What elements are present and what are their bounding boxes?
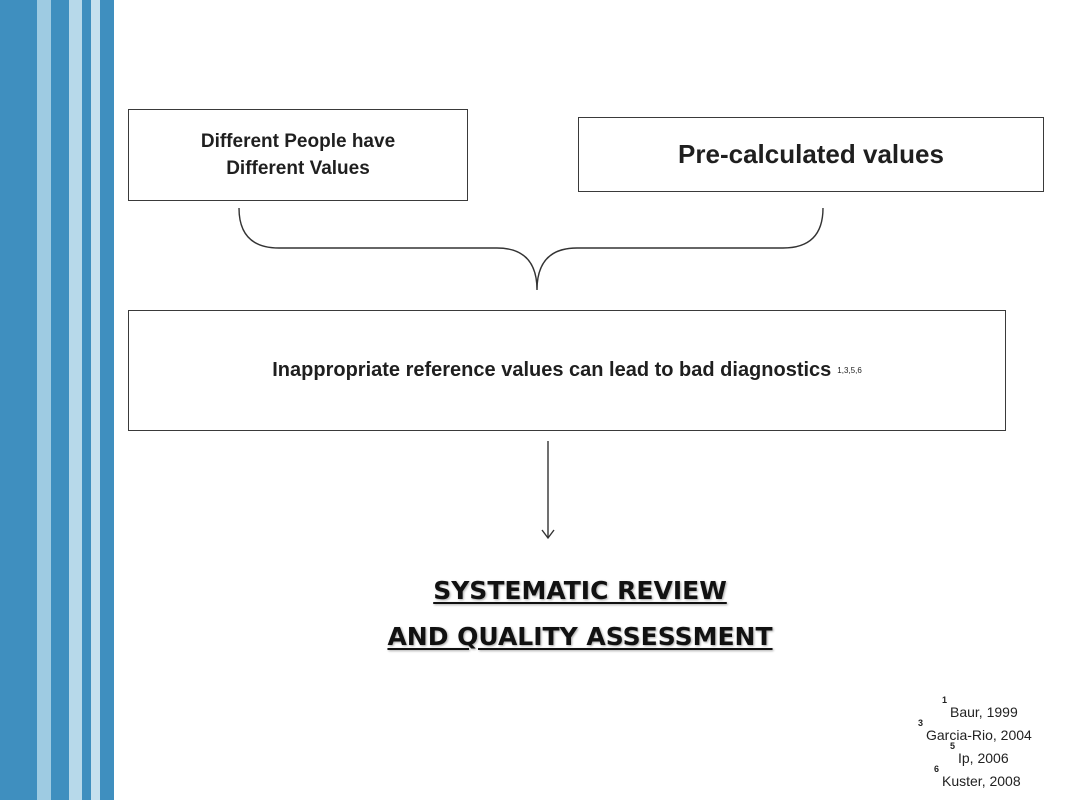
reference-number: 5 [950,741,956,751]
reference-text: Baur, 1999 [950,704,1018,720]
stripe-1 [0,0,37,800]
box-precalc-text: Pre-calculated values [678,139,944,169]
box-people-line1: Different People have [200,131,396,152]
reference-item: 3 Garcia-Rio, 2004 [918,718,1032,743]
curly-brace [238,207,824,291]
box-inappropriate-reference: Inappropriate reference values can lead … [128,310,1006,431]
reference-number: 1 [942,695,948,705]
reference-text: Kuster, 2008 [942,773,1021,789]
stripe-2 [37,0,51,800]
reference-item: 1 Baur, 1999 [942,695,1018,720]
box-inapp-refs: 1,3,5,6 [837,366,862,375]
down-arrow-head [541,529,555,540]
reference-text: Ip, 2006 [958,750,1009,766]
headline-line2: AND QUALITY ASSESSMENT [387,622,773,651]
headline-line1: SYSTEMATIC REVIEW [433,576,727,605]
reference-text: Garcia-Rio, 2004 [926,727,1032,743]
stripe-3 [51,0,69,800]
reference-number: 3 [918,718,924,728]
stripe-7 [100,0,114,800]
box-inapp-text: Inappropriate reference values can lead … [272,359,832,381]
box-precalculated-values: Pre-calculated values [578,117,1044,192]
stripe-6 [91,0,100,800]
reference-number: 6 [934,764,940,774]
box-people-line2: Different Values [226,158,370,179]
box-different-people: Different People have Different Values [128,109,468,201]
reference-item: 6 Kuster, 2008 [934,764,1021,789]
stripe-4 [69,0,82,800]
stripe-5 [82,0,91,800]
reference-item: 5 Ip, 2006 [950,741,1009,766]
